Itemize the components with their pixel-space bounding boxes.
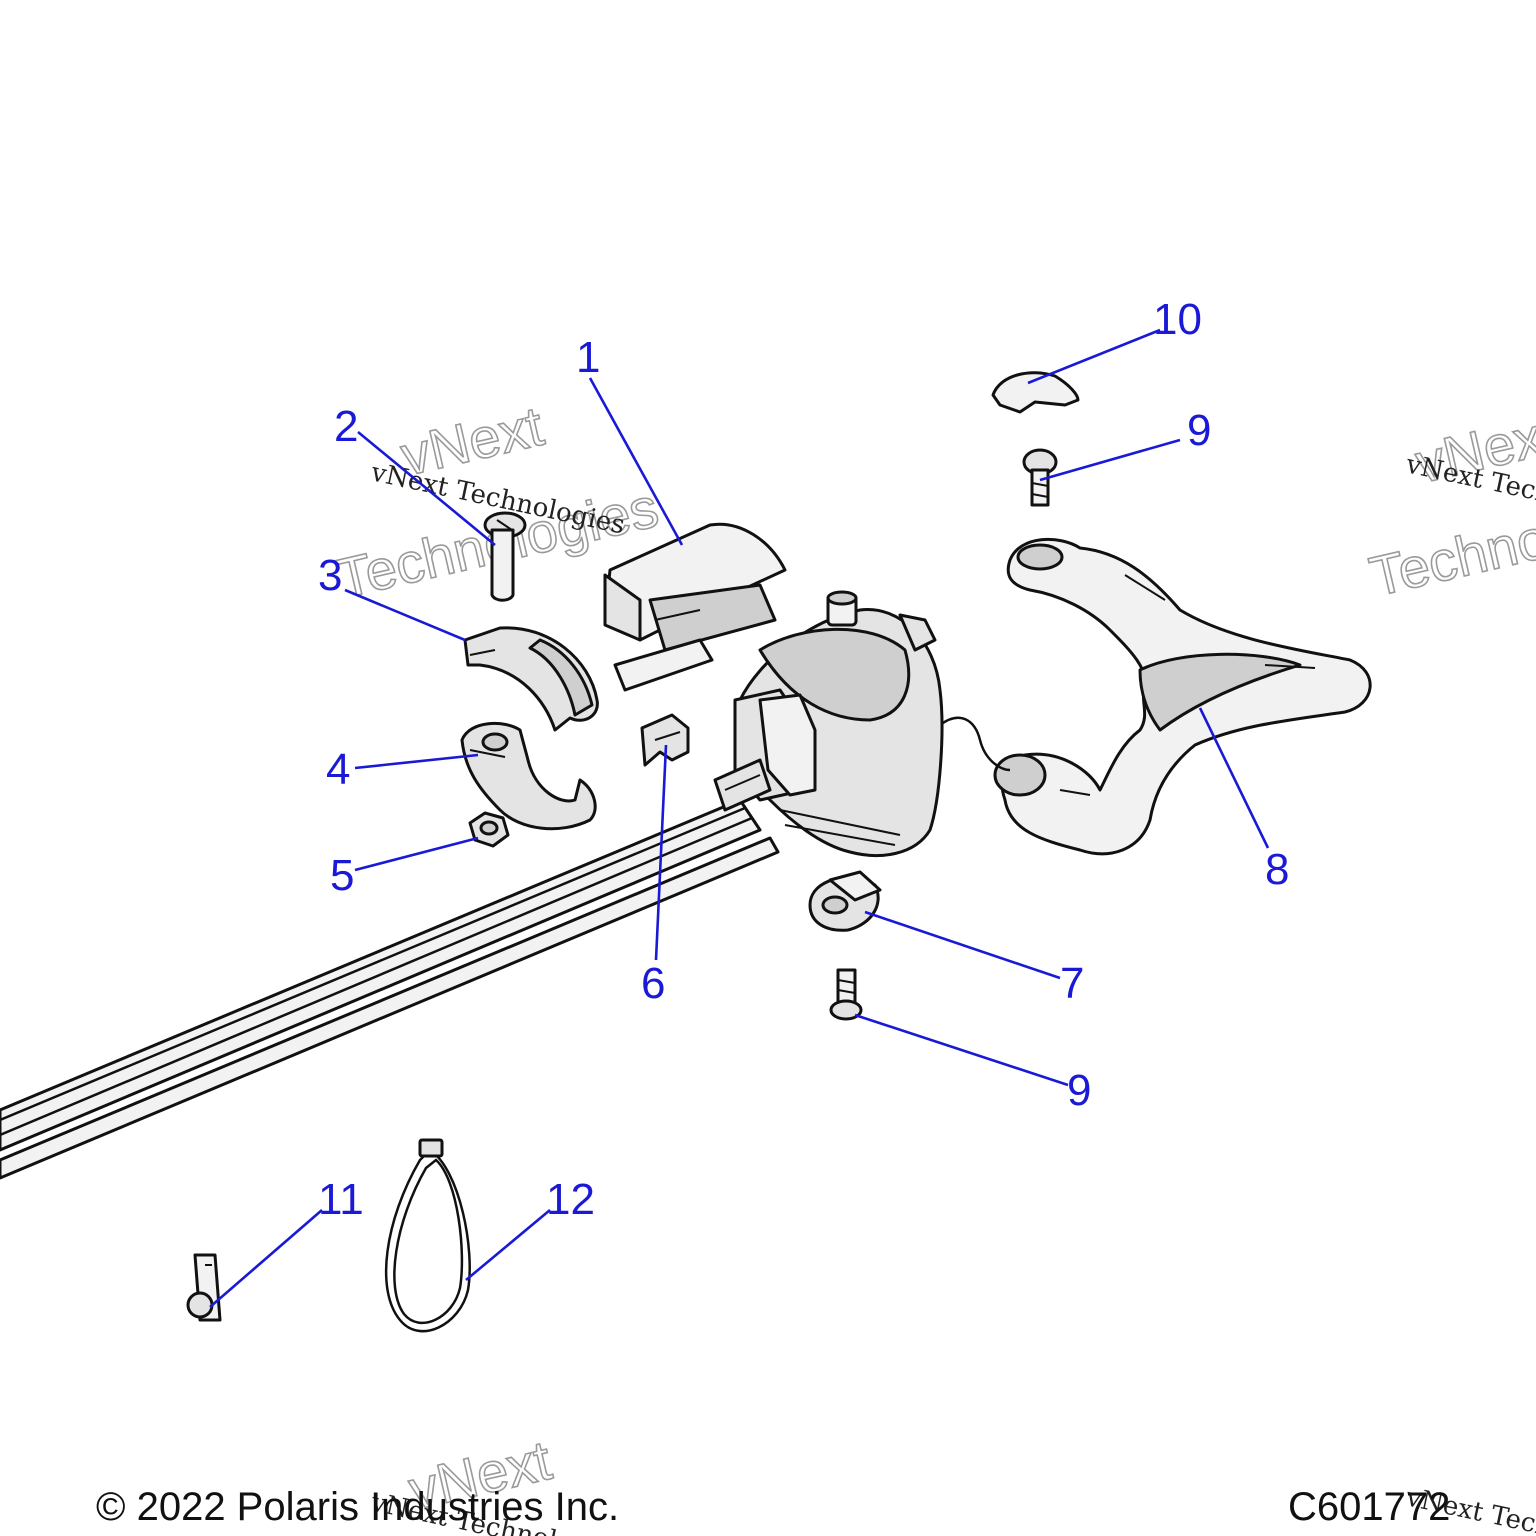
screw-part xyxy=(483,511,527,602)
callout-10: 10 xyxy=(1153,295,1202,344)
callout-9-upper: 9 xyxy=(1187,406,1211,455)
clip-part xyxy=(640,713,690,767)
callout-numbers: 1 2 3 4 5 6 7 8 9 9 10 11 12 xyxy=(318,295,1289,1224)
leader-lines xyxy=(209,328,1270,1308)
callout-5: 5 xyxy=(330,851,354,900)
callout-4: 4 xyxy=(326,745,350,794)
cover-part xyxy=(603,522,787,692)
connector-plug xyxy=(713,758,772,812)
callout-12: 12 xyxy=(546,1175,595,1224)
wire-harness xyxy=(0,798,780,1180)
callout-11: 11 xyxy=(318,1175,364,1224)
copyright-text: © 2022 Polaris Industries Inc. xyxy=(96,1485,619,1529)
lower-screw-part xyxy=(829,968,863,1021)
callout-1: 1 xyxy=(576,333,600,382)
lever-part xyxy=(939,537,1372,856)
cable-tie-part xyxy=(384,1138,471,1333)
upper-clamp-part xyxy=(463,626,599,732)
callout-8: 8 xyxy=(1265,845,1289,894)
callout-7: 7 xyxy=(1060,959,1084,1008)
lower-clamp-part xyxy=(460,721,597,831)
fastener-clip-part xyxy=(186,1253,222,1322)
switch-housing xyxy=(733,590,944,858)
nut-part xyxy=(468,811,510,848)
clamp-block-part xyxy=(808,870,882,932)
callout-3: 3 xyxy=(318,551,342,600)
cap-part xyxy=(991,371,1080,414)
callout-2: 2 xyxy=(334,402,358,451)
diagram-code: C601772 xyxy=(1288,1485,1450,1529)
callout-6: 6 xyxy=(641,959,665,1008)
callout-9-lower: 9 xyxy=(1067,1066,1091,1115)
